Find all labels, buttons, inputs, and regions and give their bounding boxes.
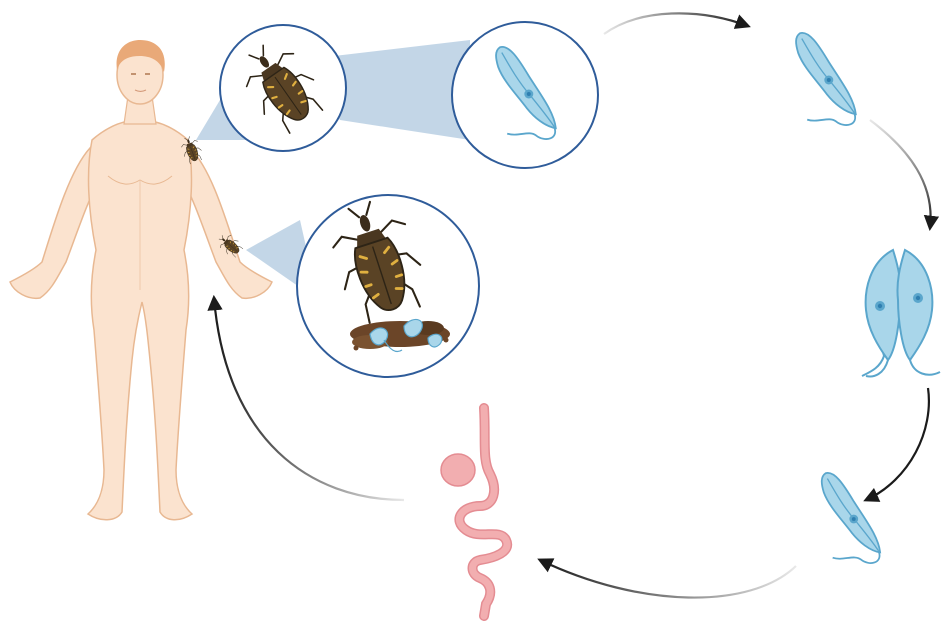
bug-magnifier [220,25,346,151]
trypomastigote-parasite-icon [822,473,880,563]
parasite-magnifier [452,22,598,168]
dividing-epimastigote-icon [862,250,940,376]
bug-feces-magnifier [297,193,479,377]
digestive-tract-icon [441,408,507,616]
trypomastigote-parasite-icon [796,33,856,125]
